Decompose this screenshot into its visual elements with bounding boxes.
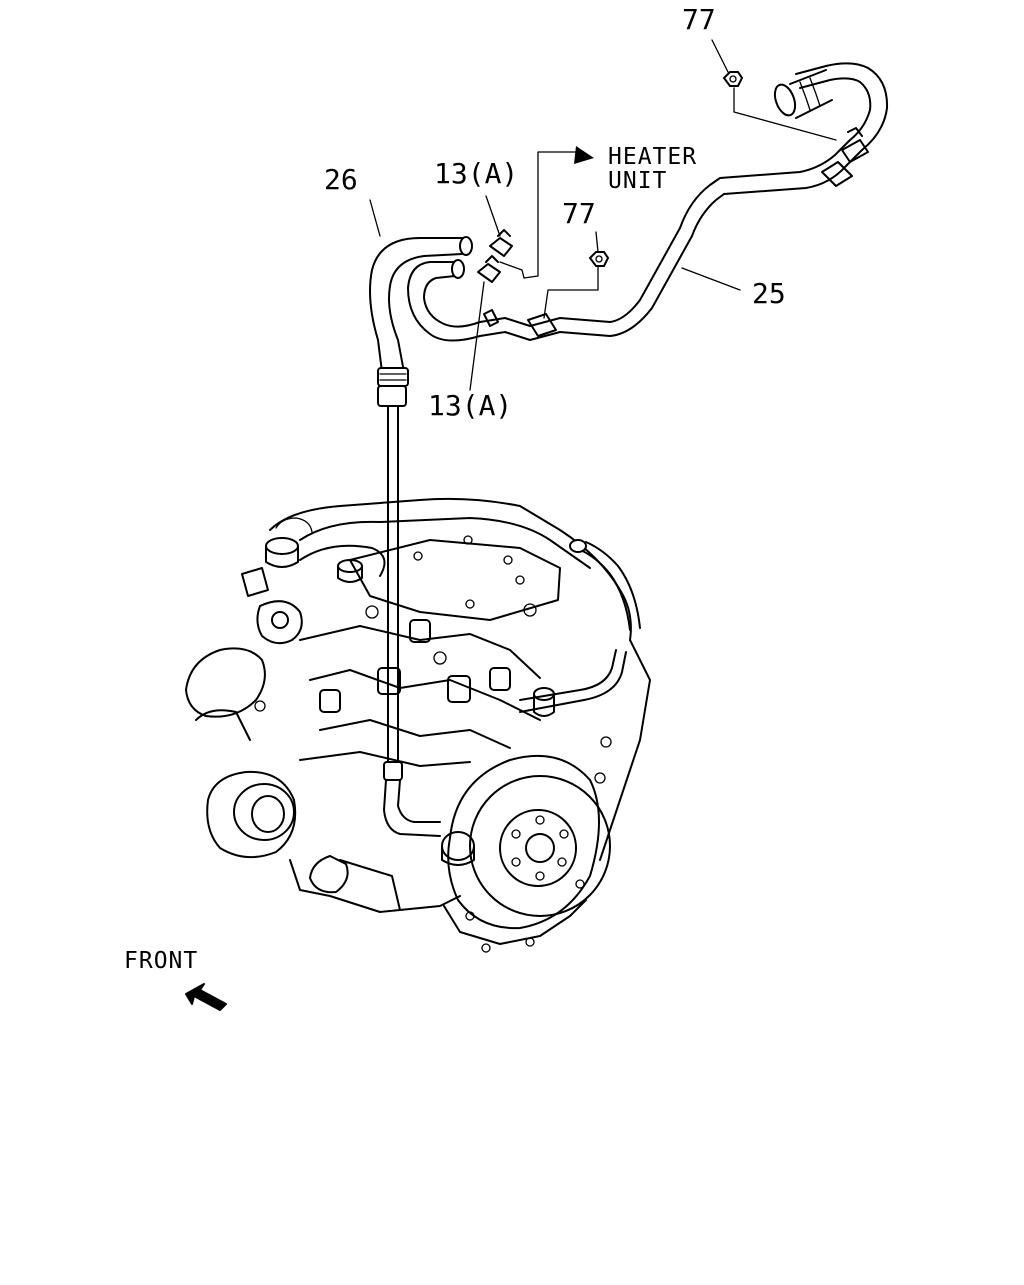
nut-77-top [722, 71, 744, 87]
part-label-25: 25 [752, 277, 786, 310]
heater-unit-label-line1: HEATER [608, 144, 698, 170]
hose-25 [479, 62, 889, 341]
heater-unit-label-line2: UNIT [608, 168, 668, 194]
part-label-77-top: 77 [682, 3, 716, 36]
hose-26 [369, 236, 481, 769]
part-label-77-mid: 77 [562, 197, 596, 230]
arrow-icon [185, 983, 227, 1011]
clamp-13a [477, 229, 513, 327]
front-direction-label: FRONT [124, 948, 199, 974]
part-label-26: 26 [324, 163, 358, 196]
engine-assembly [185, 497, 651, 953]
nut-77-mid [588, 251, 610, 267]
leader-lines [369, 39, 837, 391]
part-label-13a-upper: 13(A) [434, 157, 519, 190]
part-label-13a-lower: 13(A) [428, 389, 513, 422]
